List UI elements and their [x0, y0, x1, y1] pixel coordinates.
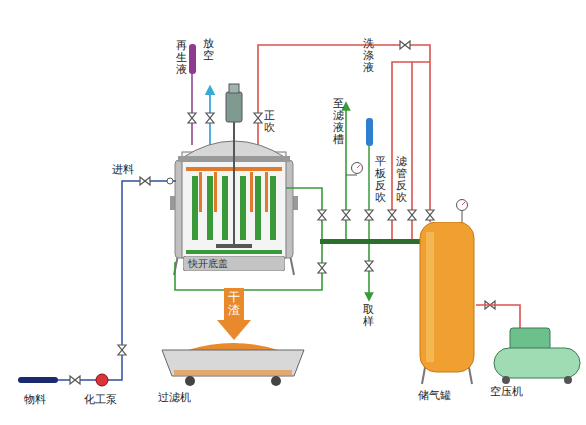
- air-line: [476, 305, 520, 328]
- pipe-label: 至滤液槽: [333, 98, 344, 146]
- reactor-vessel: [170, 84, 298, 275]
- tank-label: 储气罐: [418, 388, 451, 403]
- band-node: 快开底盖: [183, 256, 285, 271]
- pipe-label: 进料: [112, 162, 134, 177]
- manifold: [320, 239, 420, 244]
- tank-shape: [418, 222, 476, 404]
- pipe-label: 滤管反吹: [396, 156, 407, 204]
- compressor-node: 空压机: [490, 318, 584, 400]
- pressure-gauge: [352, 163, 363, 174]
- arrow-label: 干渣: [228, 291, 240, 317]
- compressor-label: 空压机: [490, 384, 523, 399]
- pipe-label: 再生液: [176, 40, 187, 76]
- cart-label: 过滤机: [158, 390, 191, 405]
- tank-node: 储气罐: [418, 222, 476, 404]
- feed-pipe: [18, 377, 58, 383]
- pipe-label: 正吹: [264, 110, 275, 134]
- pipe-label: 物料: [24, 392, 46, 407]
- pipe-label: 取样: [363, 304, 374, 328]
- pressure-gauge: [457, 200, 468, 211]
- pump-symbol: [96, 374, 108, 386]
- regen-pipe: [189, 44, 196, 74]
- cart-node: 过滤机: [158, 340, 308, 406]
- pipe-label: 化工泵: [84, 392, 117, 407]
- pipe-label: 平板反吹: [375, 156, 386, 204]
- wash-pipe: [366, 118, 373, 146]
- arrow-node: 干渣: [217, 288, 251, 340]
- band-label: 快开底盖: [188, 257, 228, 271]
- pipe-label: 放空: [203, 38, 214, 62]
- filtrate-pipe: [175, 106, 346, 290]
- pipe-label: 洗涤液: [363, 38, 374, 74]
